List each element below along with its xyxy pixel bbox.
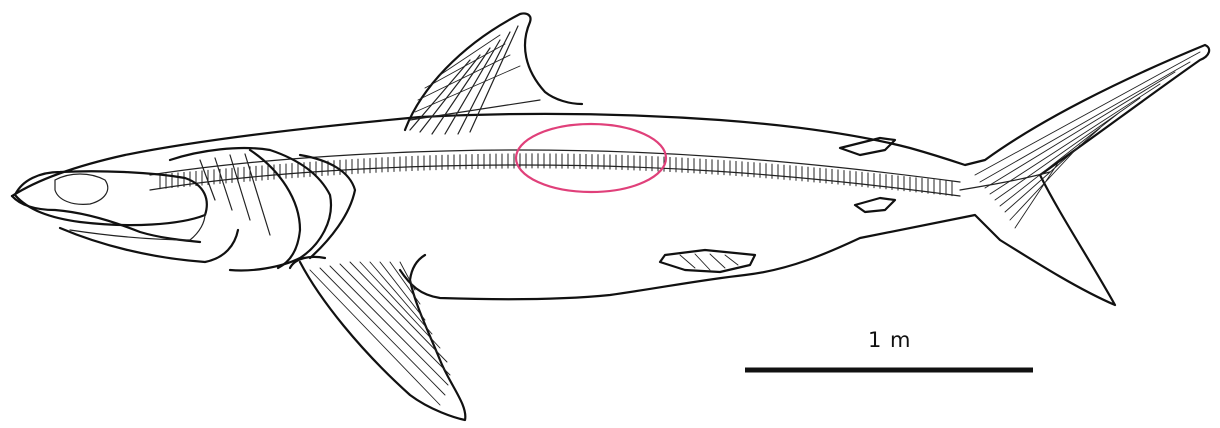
body-outline [12,45,1209,305]
pelvic-fin [660,250,755,272]
vertebral-column [150,150,960,196]
caudal-fin [960,52,1200,228]
anal-fin [855,198,895,212]
second-dorsal-fin [840,138,895,155]
scale-bar-label: 1 m [868,328,912,352]
skull [15,171,238,262]
pectoral-fin [290,255,465,420]
